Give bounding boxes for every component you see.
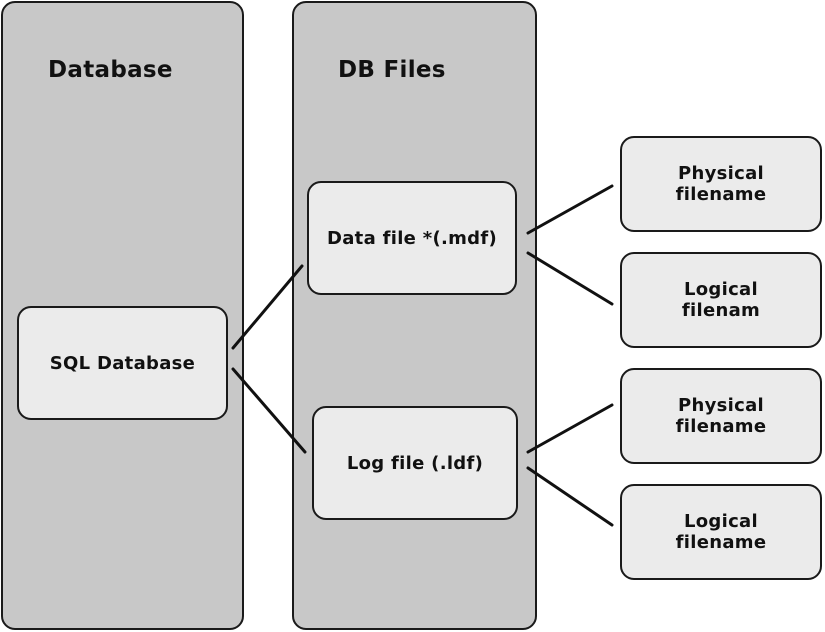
data-file-node: Data file *(.mdf)	[307, 181, 517, 295]
connector-sql-to-log	[231, 367, 307, 454]
data-logical-filename-node: Logical filenam	[620, 252, 822, 348]
sql-database-label: SQL Database	[49, 352, 196, 374]
sql-database-node: SQL Database	[17, 306, 228, 420]
db-files-panel-title: DB Files	[338, 57, 446, 83]
log-physical-filename-label: Physical filename	[675, 395, 767, 437]
connector-data-to-physical	[526, 184, 614, 235]
log-file-label: Log file (.ldf)	[346, 452, 484, 474]
log-logical-filename-label: Logical filename	[675, 511, 767, 553]
log-physical-filename-node: Physical filename	[620, 368, 822, 464]
log-file-node: Log file (.ldf)	[312, 406, 518, 520]
data-logical-filename-label: Logical filenam	[681, 279, 761, 321]
database-panel-title: Database	[48, 57, 173, 83]
connector-log-to-logical	[526, 466, 614, 527]
data-physical-filename-node: Physical filename	[620, 136, 822, 232]
connector-log-to-physical	[526, 403, 614, 454]
data-physical-filename-label: Physical filename	[675, 163, 767, 205]
connector-data-to-logical	[526, 251, 614, 306]
data-file-label: Data file *(.mdf)	[326, 227, 498, 249]
log-logical-filename-node: Logical filename	[620, 484, 822, 580]
connector-sql-to-data	[231, 264, 304, 350]
db-files-panel	[292, 1, 537, 630]
